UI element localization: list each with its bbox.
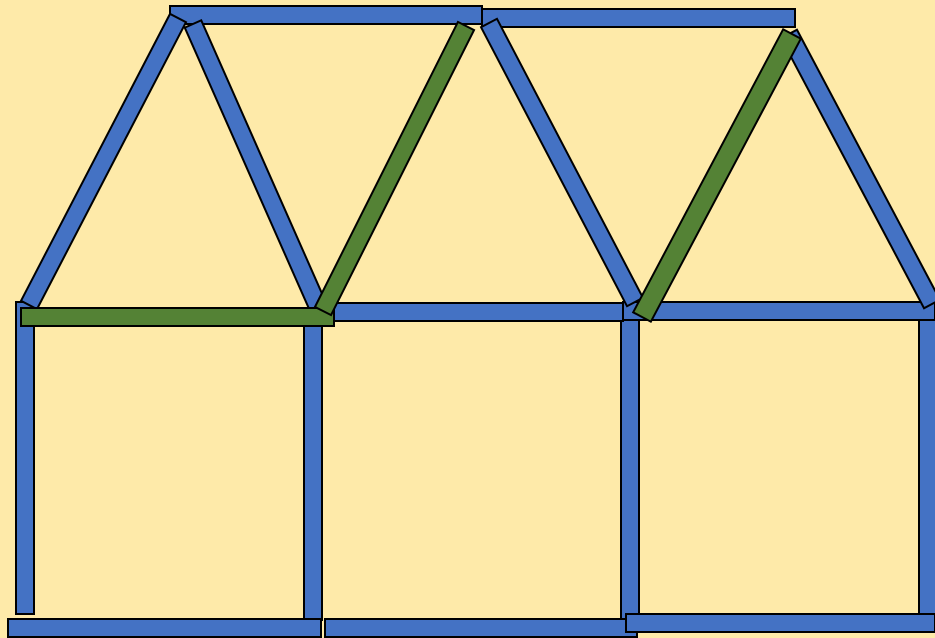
stick-left-post[interactable]	[16, 302, 34, 614]
stick-beam-left[interactable]	[21, 308, 334, 326]
stick-middle-left-post[interactable]	[304, 320, 322, 620]
stick-base-left[interactable]	[8, 619, 321, 637]
stick-base-right[interactable]	[626, 614, 935, 632]
stick-middle-right-post[interactable]	[621, 312, 639, 624]
stick-base-middle[interactable]	[325, 619, 637, 637]
stick-roof-top-right[interactable]	[482, 9, 795, 27]
stick-beam-right[interactable]	[623, 302, 935, 320]
stick-beam-middle[interactable]	[333, 303, 623, 321]
stick-roof-top-left[interactable]	[170, 6, 482, 24]
stick-right-post[interactable]	[919, 312, 935, 616]
